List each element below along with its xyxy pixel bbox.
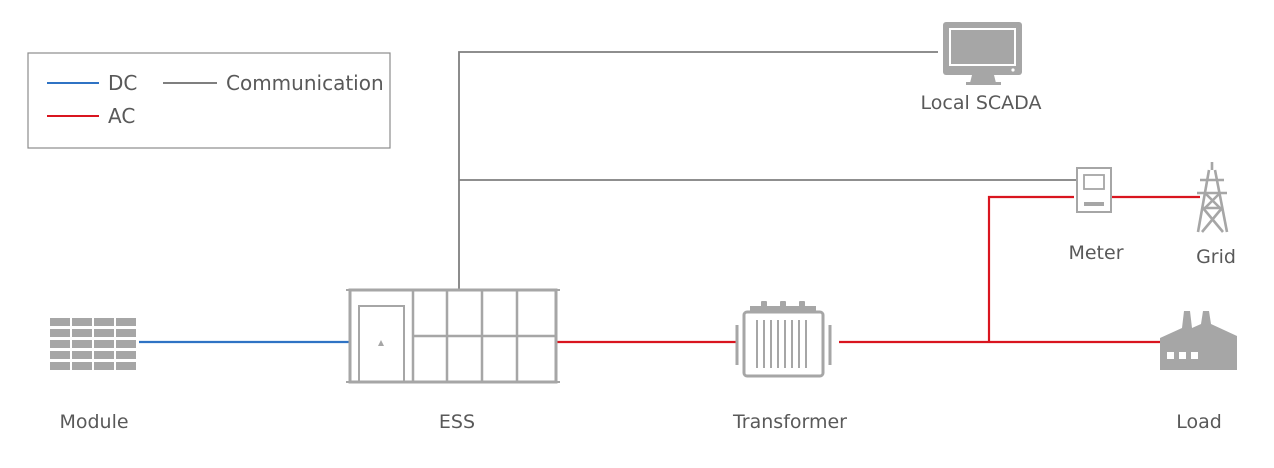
legend-comm-label: Communication bbox=[226, 71, 384, 95]
module-label: Module bbox=[59, 411, 128, 433]
comm-line-ess-to-scada bbox=[458, 51, 938, 290]
load-label: Load bbox=[1176, 411, 1222, 433]
legend: DC Communication AC bbox=[27, 52, 391, 149]
scada-label: Local SCADA bbox=[921, 92, 1042, 114]
legend-box bbox=[27, 52, 391, 149]
warning-triangle-icon bbox=[378, 340, 384, 346]
meter-icon bbox=[1076, 167, 1112, 213]
ess-label: ESS bbox=[439, 411, 475, 433]
monitor-icon bbox=[943, 22, 1022, 85]
battery-module-icon bbox=[50, 318, 136, 370]
transmission-tower-icon bbox=[1196, 162, 1229, 233]
meter-label: Meter bbox=[1068, 242, 1123, 264]
ac-lines bbox=[557, 195, 1200, 344]
transformer-icon bbox=[735, 301, 832, 378]
communication-lines bbox=[458, 51, 1076, 290]
transformer-label: Transformer bbox=[732, 411, 847, 433]
grid-label: Grid bbox=[1196, 246, 1236, 268]
legend-ac-label: AC bbox=[108, 104, 135, 128]
factory-icon bbox=[1160, 311, 1237, 370]
ac-line-junction-to-meter bbox=[987, 195, 1074, 342]
ess-container-icon bbox=[346, 288, 560, 384]
legend-dc-label: DC bbox=[108, 71, 137, 95]
